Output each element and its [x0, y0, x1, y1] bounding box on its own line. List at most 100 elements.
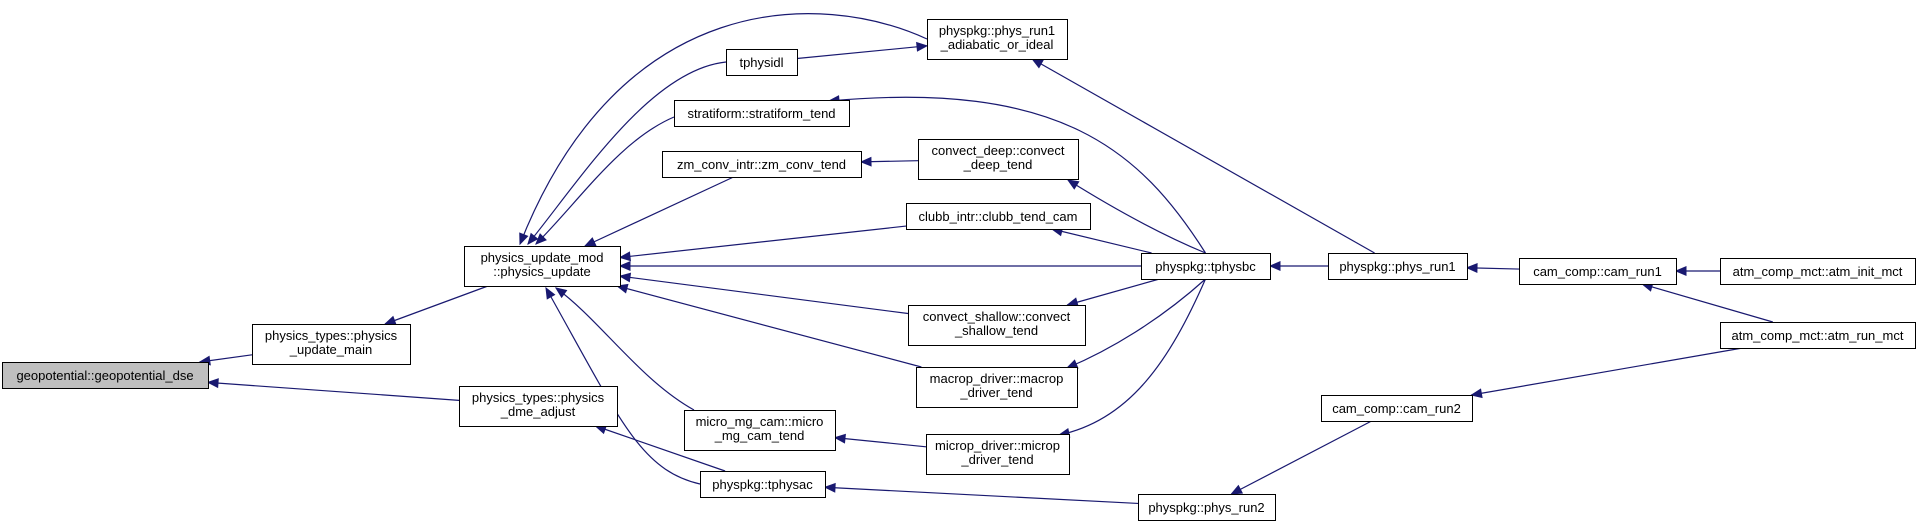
- node-box: [1138, 494, 1276, 521]
- edge-physics_dme_adjust-to-geopotential_dse: [206, 378, 460, 401]
- node-macrop-driver-tend[interactable]: macrop_driver::macrop_driver_tend: [916, 367, 1078, 408]
- edge-tphysbc-to-physics_update: [618, 261, 1141, 271]
- node-box: [1328, 253, 1468, 280]
- node-label: physpkg::phys_run1: [939, 23, 1055, 38]
- node-box: [918, 139, 1079, 180]
- node-box: [684, 410, 836, 451]
- edge-line: [824, 486, 1139, 505]
- node-label: _driver_tend: [960, 452, 1033, 467]
- edge-tphysac-to-physics_update: [545, 286, 701, 485]
- edge-arrowhead: [618, 261, 631, 271]
- edge-tphysbc-to-convect_shallow_tend: [1066, 278, 1160, 307]
- edge-line: [1066, 278, 1206, 369]
- edge-tphysidl-to-physics_update: [527, 61, 727, 246]
- edge-line: [555, 287, 695, 411]
- node-box: [1141, 253, 1271, 280]
- call-nodes: geopotential::geopotential_dsephysics_ty…: [2, 19, 1916, 521]
- node-label: zm_conv_intr::zm_conv_tend: [677, 157, 846, 172]
- node-convect-deep-tend[interactable]: convect_deep::convect_deep_tend: [918, 139, 1079, 180]
- edge-phys_run2-to-tphysac: [823, 482, 1139, 505]
- node-phys-run2[interactable]: physpkg::phys_run2: [1138, 494, 1276, 521]
- node-label: physpkg::tphysbc: [1155, 259, 1256, 274]
- node-label: micro_mg_cam::micro: [696, 414, 824, 429]
- edge-line: [796, 45, 928, 60]
- node-atm-init-mct[interactable]: atm_comp_mct::atm_init_mct: [1720, 258, 1916, 285]
- node-label: clubb_intr::clubb_tend_cam: [919, 209, 1078, 224]
- edge-stratiform_tend-to-physics_update: [535, 116, 675, 245]
- node-stratiform-tend[interactable]: stratiform::stratiform_tend: [674, 100, 850, 127]
- node-box: [1519, 258, 1677, 285]
- edge-line: [527, 61, 727, 245]
- edge-arrowhead: [1470, 388, 1483, 399]
- node-cam-run1[interactable]: cam_comp::cam_run1: [1519, 258, 1677, 285]
- edge-arrowhead: [1674, 266, 1687, 276]
- node-cam-run2[interactable]: cam_comp::cam_run2: [1321, 395, 1473, 422]
- edge-line: [384, 285, 489, 325]
- edge-clubb_tend_cam-to-physics_update: [618, 225, 907, 262]
- node-label: _adiabatic_or_ideal: [940, 37, 1054, 52]
- node-tphysbc[interactable]: physpkg::tphysbc: [1141, 253, 1271, 280]
- edge-arrowhead: [916, 41, 929, 52]
- edge-line: [207, 381, 460, 401]
- node-label: microp_driver::microp: [935, 438, 1060, 453]
- node-label: ::physics_update: [493, 264, 591, 279]
- node-box: [459, 386, 618, 427]
- node-geopotential-dse[interactable]: geopotential::geopotential_dse: [2, 362, 209, 389]
- node-label: cam_comp::cam_run1: [1533, 264, 1662, 279]
- edge-atm_run_mct-to-cam_run2: [1470, 347, 1743, 399]
- node-label: atm_comp_mct::atm_run_mct: [1732, 328, 1904, 343]
- edge-arrowhead: [1065, 359, 1079, 369]
- node-phys-run1[interactable]: physpkg::phys_run1: [1328, 253, 1468, 280]
- edge-line: [535, 116, 675, 245]
- edge-arrowhead: [1031, 58, 1044, 69]
- node-zm-conv-tend[interactable]: zm_conv_intr::zm_conv_tend: [662, 151, 862, 178]
- edge-zm_conv_tend-to-physics_update: [583, 176, 734, 247]
- node-label: physpkg::tphysac: [712, 477, 813, 492]
- edge-line: [834, 437, 927, 448]
- edge-line: [519, 13, 928, 245]
- node-label: convect_shallow::convect: [923, 309, 1071, 324]
- edge-line: [584, 176, 734, 247]
- node-box: [1720, 322, 1916, 349]
- node-phys-run1-adiabatic-or-ideal[interactable]: physpkg::phys_run1_adiabatic_or_ideal: [927, 19, 1068, 60]
- edge-line: [616, 285, 922, 368]
- node-label: stratiform::stratiform_tend: [687, 106, 835, 121]
- edge-tphysidl-to-phys_run1_adiabatic_or_ideal: [796, 41, 929, 60]
- node-atm-run-mct[interactable]: atm_comp_mct::atm_run_mct: [1720, 322, 1916, 349]
- edge-line: [619, 275, 909, 315]
- node-micro-mg-cam-tend[interactable]: micro_mg_cam::micro_mg_cam_tend: [684, 410, 836, 451]
- node-label: atm_comp_mct::atm_init_mct: [1733, 264, 1903, 279]
- edge-arrowhead: [535, 233, 547, 245]
- node-box: [662, 151, 862, 178]
- node-box: [1720, 258, 1916, 285]
- edge-arrowhead: [383, 315, 397, 326]
- node-box: [916, 367, 1078, 408]
- node-tphysidl[interactable]: tphysidl: [726, 49, 798, 76]
- node-label: geopotential::geopotential_dse: [16, 368, 193, 383]
- node-microp-driver-tend[interactable]: microp_driver::microp_driver_tend: [926, 434, 1070, 475]
- edge-arrowhead: [823, 482, 836, 493]
- edge-arrowhead: [618, 251, 631, 262]
- edge-arrowhead: [859, 156, 872, 167]
- edge-arrowhead: [545, 286, 556, 300]
- node-physics-update-main[interactable]: physics_types::physics_update_main: [252, 324, 411, 365]
- node-tphysac[interactable]: physpkg::tphysac: [700, 471, 826, 498]
- node-label: physics_update_mod: [481, 250, 604, 265]
- node-box: [926, 434, 1070, 475]
- node-label: physpkg::phys_run1: [1339, 259, 1455, 274]
- edge-line: [619, 225, 907, 259]
- edge-arrowhead: [618, 272, 632, 283]
- node-label: _shallow_tend: [954, 323, 1038, 338]
- edge-line: [828, 96, 1207, 254]
- node-clubb-tend-cam[interactable]: clubb_intr::clubb_tend_cam: [906, 203, 1091, 230]
- edge-physics_update-to-physics_update_main: [383, 285, 489, 326]
- node-convect-shallow-tend[interactable]: convect_shallow::convect_shallow_tend: [908, 305, 1086, 346]
- edge-line: [1231, 420, 1372, 495]
- edge-tphysbc-to-convect_deep_tend: [1066, 179, 1206, 254]
- edge-arrowhead: [1230, 484, 1244, 495]
- node-box: [252, 324, 411, 365]
- node-physics-update[interactable]: physics_update_mod::physics_update: [464, 246, 621, 287]
- node-physics-dme-adjust[interactable]: physics_types::physics_dme_adjust: [459, 386, 618, 427]
- node-label: _deep_tend: [963, 157, 1033, 172]
- node-label: physics_types::physics: [265, 328, 398, 343]
